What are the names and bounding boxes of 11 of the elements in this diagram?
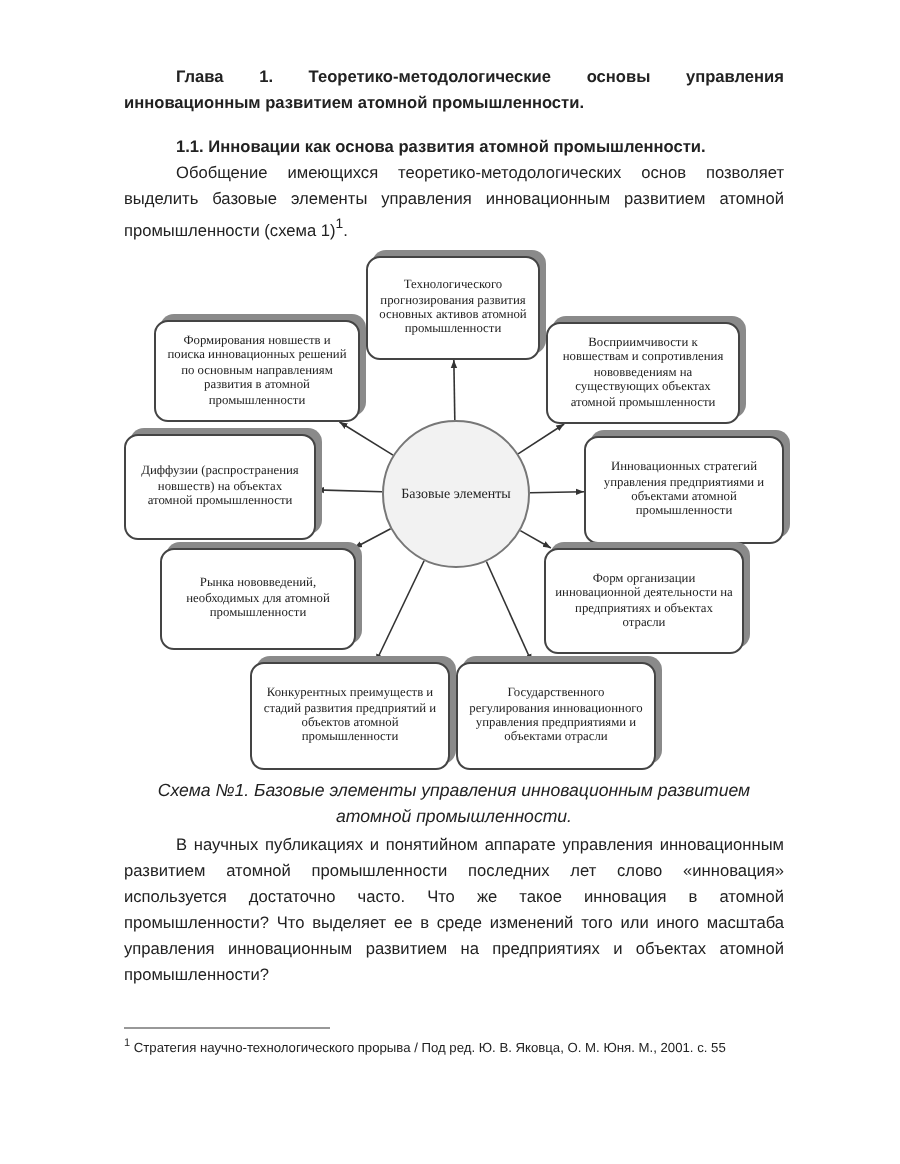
arrow <box>353 527 392 549</box>
arrow <box>338 421 394 456</box>
arrow <box>517 423 565 455</box>
arrow <box>450 359 458 421</box>
section-heading: 1.1. Инновации как основа развития атомной промышленности. <box>174 134 708 160</box>
arrow <box>529 488 585 496</box>
paragraph: Обобщение имеющихся теоретико-методологических основ позволяет выделить базовые элементы управления инновационным развитием атомной промышленности (схема 1)$^{1}$. <box>124 160 784 244</box>
chapter-heading: Глава 1. Теоретико-методологические основы управления инновационным развитием атомной промышленности. <box>124 64 784 116</box>
figure-caption: Схема №1. Базовые элементы управления инновационным развитием атомной промышленности. <box>155 778 753 830</box>
paragraph: В научных публикациях и понятийном аппарате управления инновационным развитием атомной промышленности последних лет слово «инновация» используется достаточно часто. Что же такое инновация в атомной промышленности? Что выделяет ее в среде изменений того или иного масштаба управления инновационным развитием на предприятиях и объектах атомной промышленности? <box>124 832 784 988</box>
arrow <box>519 529 552 549</box>
